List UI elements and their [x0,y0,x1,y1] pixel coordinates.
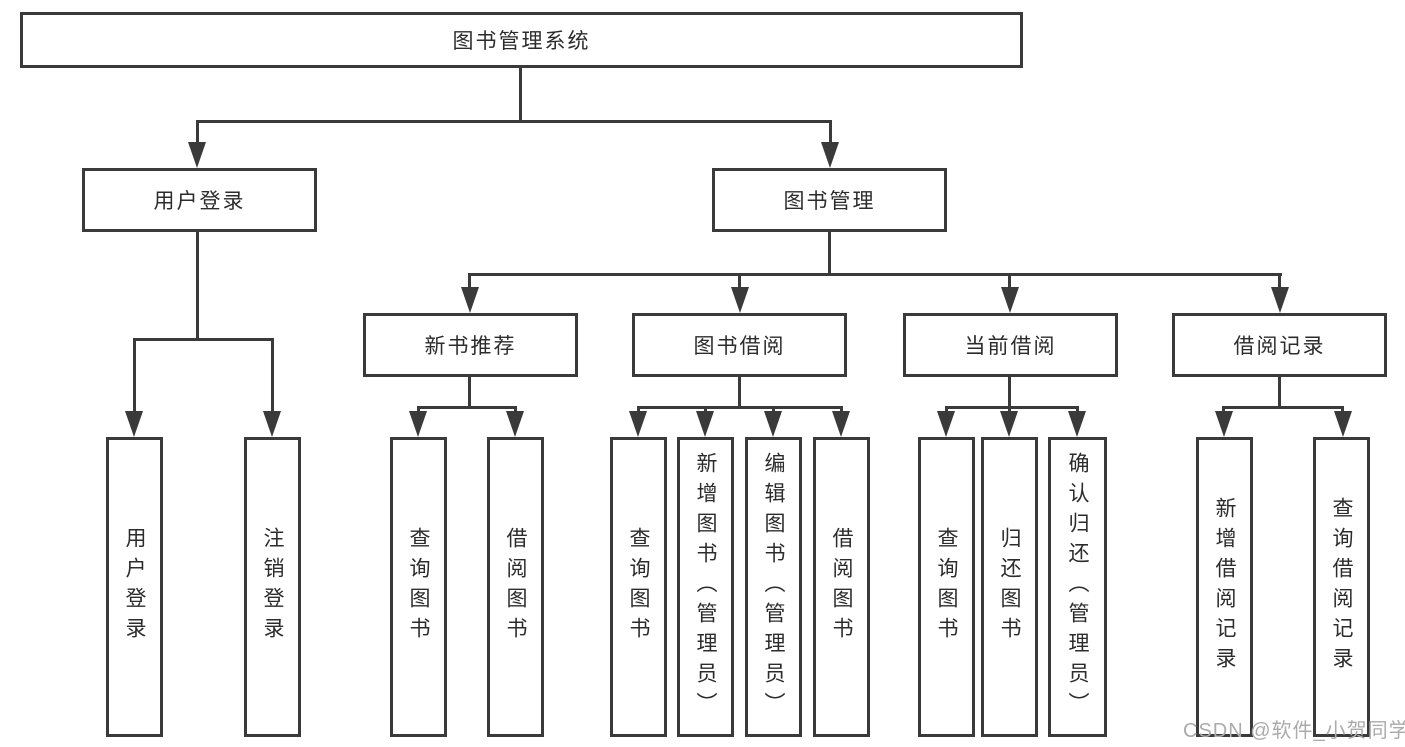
node-new-book-recommend: 新书推荐 [363,313,578,377]
connector-line-v [828,232,831,273]
connector-line-h [417,406,517,409]
leaf-query-books-borrowing: 查询图书 [610,437,667,737]
arrowhead-down-icon [1271,287,1289,313]
connector-line-v [196,120,199,146]
connector-line-v [1008,273,1011,289]
arrowhead-down-icon [1001,287,1019,313]
node-current-borrowing: 当前借阅 [903,313,1118,377]
arrowhead-down-icon [125,411,143,437]
node-book-management: 图书管理 [712,168,947,232]
leaf-borrow-books: 借阅图书 [813,437,870,737]
connector-line-v [519,68,522,120]
arrowhead-down-icon [937,411,955,437]
leaf-confirm-return-admin: 确认归还（管理员） [1048,437,1107,737]
node-borrow-records: 借阅记录 [1172,313,1387,377]
watermark: CSDN @软件_小贺同学 [1183,720,1405,742]
arrowhead-down-icon [629,411,647,437]
node-user-login: 用户登录 [82,168,317,232]
connector-line-v [468,377,471,406]
arrowhead-down-icon [1215,411,1233,437]
arrowhead-down-icon [696,411,714,437]
arrowhead-down-icon [263,411,281,437]
connector-line-v [271,338,274,413]
connector-line-v [829,120,832,146]
connector-line-v [196,232,199,338]
connector-line-v [1278,273,1281,289]
arrowhead-down-icon [1000,411,1018,437]
arrowhead-down-icon [1068,411,1086,437]
leaf-query-books-recommend: 查询图书 [390,437,447,737]
arrowhead-down-icon [1334,411,1352,437]
connector-line-h [1222,406,1344,409]
arrowhead-down-icon [821,142,839,168]
leaf-logout: 注销登录 [244,437,301,737]
arrowhead-down-icon [506,411,524,437]
connector-line-h [133,338,274,341]
arrowhead-down-icon [461,287,479,313]
connector-line-v [738,273,741,289]
node-book-borrowing: 图书借阅 [632,313,847,377]
arrowhead-down-icon [409,411,427,437]
connector-line-v [1008,377,1011,406]
connector-line-h [637,406,843,409]
connector-line-v [468,273,471,289]
connector-line-h [945,406,1079,409]
connector-line-v [1278,377,1281,406]
node-library-management-system: 图书管理系统 [20,12,1023,68]
leaf-query-borrow-record: 查询借阅记录 [1313,437,1370,737]
arrowhead-down-icon [188,142,206,168]
leaf-query-books-current: 查询图书 [918,437,975,737]
leaf-add-borrow-record: 新增借阅记录 [1196,437,1253,737]
leaf-add-books-admin: 新增图书（管理员） [677,437,734,737]
leaf-borrow-books-recommend: 借阅图书 [487,437,544,737]
leaf-return-books: 归还图书 [981,437,1038,737]
leaf-edit-books-admin: 编辑图书（管理员） [745,437,802,737]
arrowhead-down-icon [731,287,749,313]
connector-line-v [133,338,136,413]
connector-line-v [738,377,741,406]
arrowhead-down-icon [764,411,782,437]
connector-line-h [468,273,1282,276]
connector-line-h [196,120,832,123]
arrowhead-down-icon [832,411,850,437]
leaf-user-login: 用户登录 [106,437,163,737]
